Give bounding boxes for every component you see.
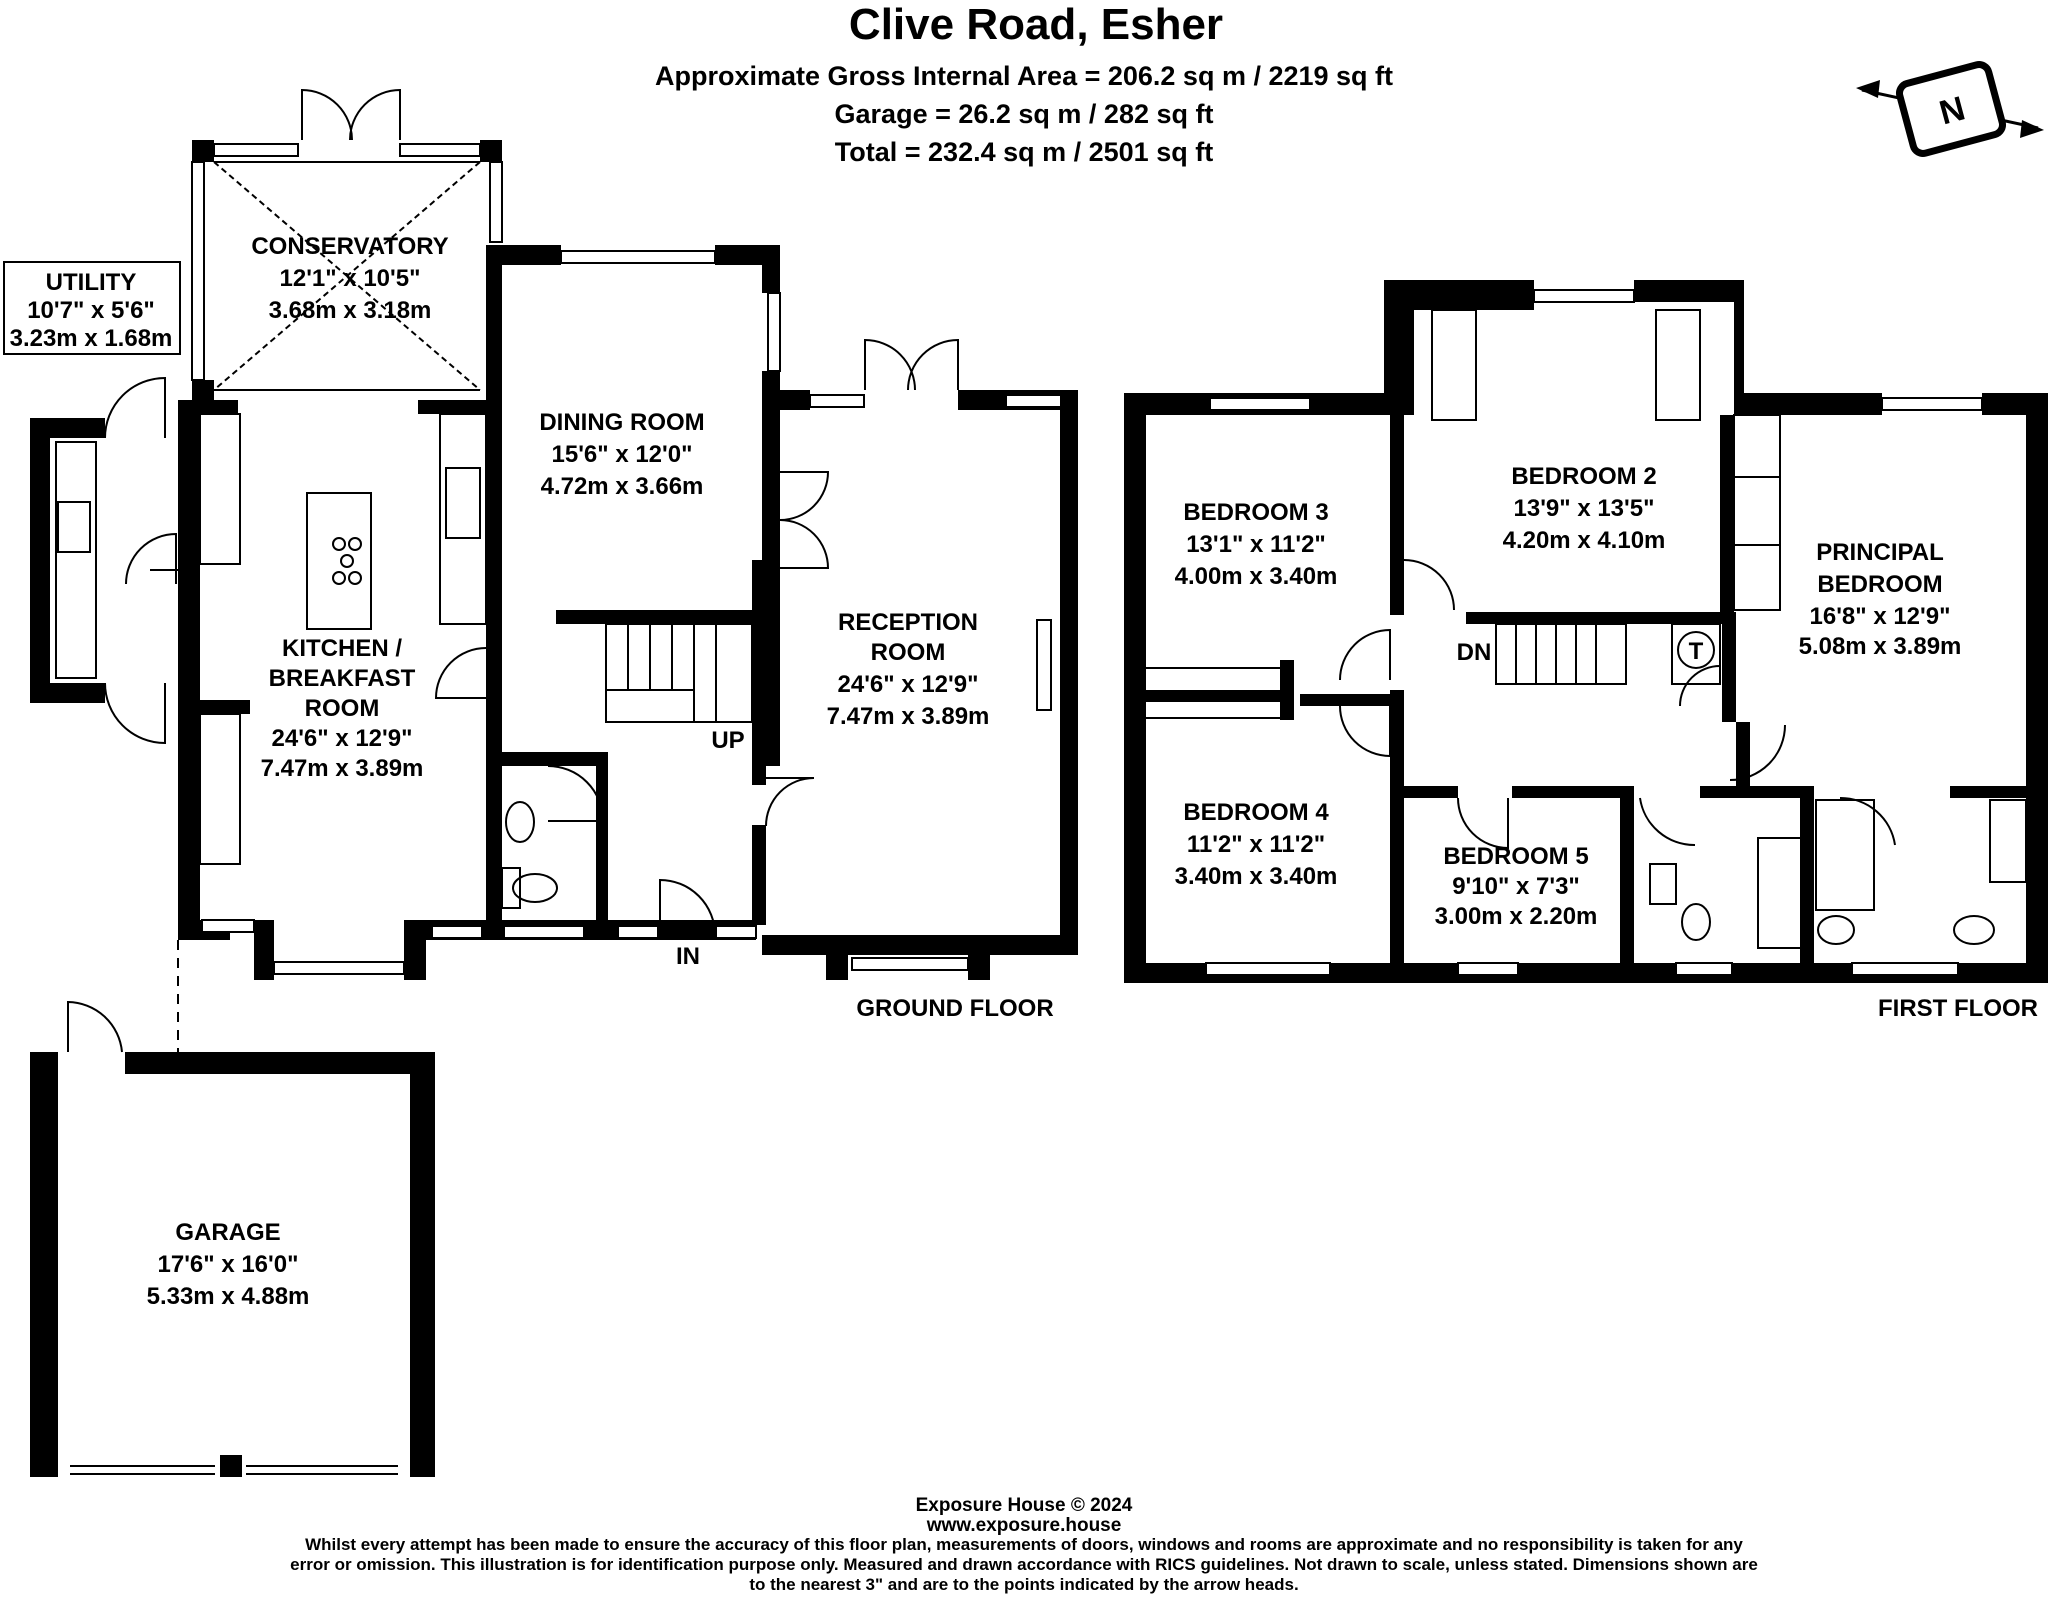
utility-walls [30,418,178,703]
bedroom2-name: BEDROOM 2 [1511,463,1656,490]
bedroom4-metric: 3.40m x 3.40m [1175,863,1338,890]
bedroom5-imperial: 9'10" x 7'3" [1452,873,1580,900]
dining-metric: 4.72m x 3.66m [541,473,704,500]
kitchen-name-3: ROOM [305,695,380,722]
conservatory-imperial: 12'1" x 10'5" [280,265,421,292]
kitchen-metric: 7.47m x 3.89m [261,755,424,782]
first-floor-label: FIRST FLOOR [1878,995,2038,1022]
bedroom3-name: BEDROOM 3 [1183,499,1328,526]
principal-name-1: PRINCIPAL [1816,539,1944,566]
utility-metric: 3.23m x 1.68m [10,325,173,352]
compass-rose [1856,61,2044,157]
gross-area-text: Approximate Gross Internal Area = 206.2 … [654,61,1394,91]
kitchen-imperial: 24'6" x 12'9" [272,725,413,752]
first-floor-walls [1124,280,2048,983]
reception-imperial: 24'6" x 12'9" [838,671,979,698]
footer-copyright: Exposure House © 2024 [915,1495,1133,1516]
ground-doors [104,88,959,940]
kitchen-name-2: BREAKFAST [269,665,416,692]
garage-metric: 5.33m x 4.88m [147,1283,310,1310]
ground-wc [501,801,558,909]
bedroom5-name: BEDROOM 5 [1443,843,1588,870]
bedroom3-imperial: 13'1" x 11'2" [1186,531,1326,558]
room-labels: CONSERVATORY 12'1" x 10'5" 3.68m x 3.18m… [3,89,2038,1310]
bedroom3-metric: 4.00m x 3.40m [1175,563,1338,590]
reception-name-2: ROOM [871,639,946,666]
plan-title: Clive Road, Esher [848,0,1224,49]
principal-name-2: BEDROOM [1817,571,1942,598]
utility-imperial: 10'7" x 5'6" [27,297,155,324]
reception-name-1: RECEPTION [838,609,978,636]
footer-disclaimer: Whilst every attempt has been made to en… [290,1535,1758,1594]
principal-imperial: 16'8" x 12'9" [1810,603,1951,630]
ground-stairs [605,623,753,723]
dining-imperial: 15'6" x 12'0" [552,441,693,468]
ground-floor-label: GROUND FLOOR [856,995,1053,1022]
dining-name: DINING ROOM [539,409,704,436]
utility-name: UTILITY [46,269,137,296]
bedroom5-metric: 3.00m x 2.20m [1435,903,1598,930]
garage-name: GARAGE [175,1219,280,1246]
ground-floor-walls [178,140,1078,980]
garage-area-text: Garage = 26.2 sq m / 282 sq ft [834,99,1214,129]
footer-url: www.exposure.house [926,1515,1122,1536]
utility-label-box [3,261,181,355]
stairs-up-marker: UP [711,727,744,754]
tank-marker: T [1689,638,1704,665]
bedroom4-name: BEDROOM 4 [1183,799,1329,826]
bedroom4-imperial: 11'2" x 11'2" [1187,831,1325,858]
bedroom2-imperial: 13'9" x 13'5" [1514,495,1655,522]
total-area-text: Total = 232.4 sq m / 2501 sq ft [834,137,1214,167]
conservatory-metric: 3.68m x 3.18m [269,297,432,324]
entrance-marker: IN [676,943,700,970]
garage-imperial: 17'6" x 16'0" [158,1251,299,1278]
reception-metric: 7.47m x 3.89m [827,703,990,730]
stairs-down-marker: DN [1457,639,1492,666]
principal-metric: 5.08m x 3.89m [1799,633,1962,660]
bedroom2-metric: 4.20m x 4.10m [1503,527,1666,554]
garage-walls [30,940,435,1477]
kitchen-name-1: KITCHEN / [282,635,402,662]
kitchen-fittings [199,413,487,865]
conservatory-name: CONSERVATORY [251,233,448,260]
first-floor-fittings [1146,309,2027,949]
